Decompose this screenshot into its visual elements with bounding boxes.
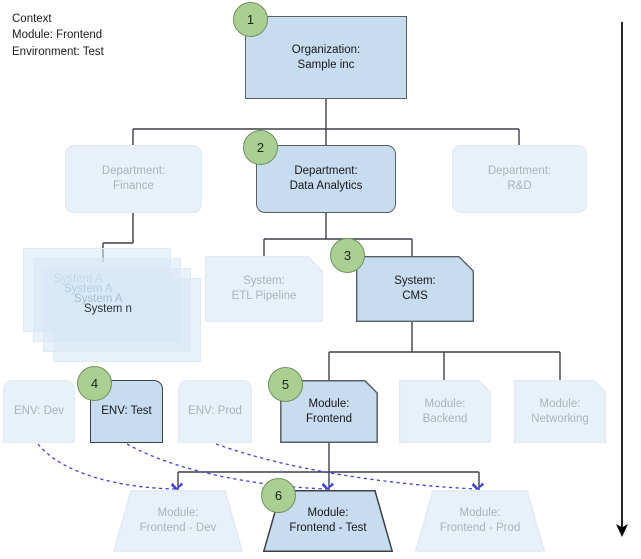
badge-5[interactable]: 5 xyxy=(268,367,303,402)
stack-card-4[interactable] xyxy=(53,278,201,362)
node-module-backend[interactable]: Module: Backend xyxy=(399,380,491,443)
cut-corner-shape xyxy=(356,256,474,322)
node-department-finance-label: Department: Finance xyxy=(101,165,166,192)
badge-3[interactable]: 3 xyxy=(330,238,365,273)
node-env-dev[interactable]: ENV: Dev xyxy=(3,380,75,443)
badge-2[interactable]: 2 xyxy=(243,130,278,165)
node-department-data-analytics[interactable]: Department: Data Analytics xyxy=(256,145,396,213)
trapezoid-shape xyxy=(112,490,244,552)
trapezoid-shape xyxy=(414,490,546,552)
downward-flow-arrow xyxy=(616,22,628,537)
stack-card-1-label: System A xyxy=(54,273,103,285)
badge-1-label: 1 xyxy=(246,12,255,27)
cut-corner-shape xyxy=(280,380,378,443)
node-module-frontend[interactable]: Module: Frontend xyxy=(280,380,378,443)
cut-corner-shape xyxy=(399,380,491,443)
node-module-frontend-prod-label: Module: Frontend - Prod xyxy=(439,507,521,534)
node-system-cms[interactable]: System: CMS xyxy=(356,256,474,322)
node-module-frontend-label: Module: Frontend xyxy=(305,397,353,425)
node-env-prod[interactable]: ENV: Prod xyxy=(178,380,252,443)
badge-5-label: 5 xyxy=(281,377,290,392)
node-module-frontend-test-label: Module: Frontend - Test xyxy=(289,507,367,534)
badge-4-label: 4 xyxy=(90,376,99,391)
node-system-etl-pipeline[interactable]: System: ETL Pipeline xyxy=(205,256,323,322)
stack-card-2-label: System A xyxy=(64,283,113,295)
node-department-rd-label: Department: R&D xyxy=(487,165,552,192)
badge-4[interactable]: 4 xyxy=(77,366,112,401)
badge-6-label: 6 xyxy=(274,488,283,503)
node-module-networking-label: Module: Networking xyxy=(531,397,589,425)
stack-card-3-label: System A xyxy=(74,293,123,305)
node-department-data-analytics-label: Department: Data Analytics xyxy=(289,165,363,192)
node-department-finance[interactable]: Department: Finance xyxy=(65,145,202,213)
node-organization[interactable]: Organization: Sample inc xyxy=(245,16,407,99)
stack-card-4-label: System n xyxy=(84,303,132,315)
context-caption: Context Module: Frontend Environment: Te… xyxy=(12,13,104,58)
badge-6[interactable]: 6 xyxy=(261,478,296,513)
node-module-frontend-prod[interactable]: Module: Frontend - Prod xyxy=(414,490,546,552)
node-module-frontend-dev-label: Module: Frontend - Dev xyxy=(139,507,217,534)
node-system-etl-pipeline-label: System: ETL Pipeline xyxy=(231,275,297,302)
node-organization-label: Organization: Sample inc xyxy=(291,43,361,71)
node-system-cms-label: System: CMS xyxy=(394,275,436,302)
node-env-dev-label: ENV: Dev xyxy=(13,405,65,418)
badge-3-label: 3 xyxy=(343,248,352,263)
cut-corner-shape xyxy=(514,380,606,443)
node-module-backend-label: Module: Backend xyxy=(422,397,468,425)
node-module-frontend-dev[interactable]: Module: Frontend - Dev xyxy=(112,490,244,552)
badge-1[interactable]: 1 xyxy=(233,2,268,37)
node-env-prod-label: ENV: Prod xyxy=(188,405,242,418)
node-module-frontend-test[interactable]: Module: Frontend - Test xyxy=(262,490,394,552)
badge-2-label: 2 xyxy=(256,140,265,155)
cut-corner-shape xyxy=(205,256,323,322)
node-department-rd[interactable]: Department: R&D xyxy=(452,145,587,213)
node-module-networking[interactable]: Module: Networking xyxy=(514,380,606,443)
node-env-test-label: ENV: Test xyxy=(101,405,152,418)
trapezoid-shape xyxy=(262,490,394,552)
